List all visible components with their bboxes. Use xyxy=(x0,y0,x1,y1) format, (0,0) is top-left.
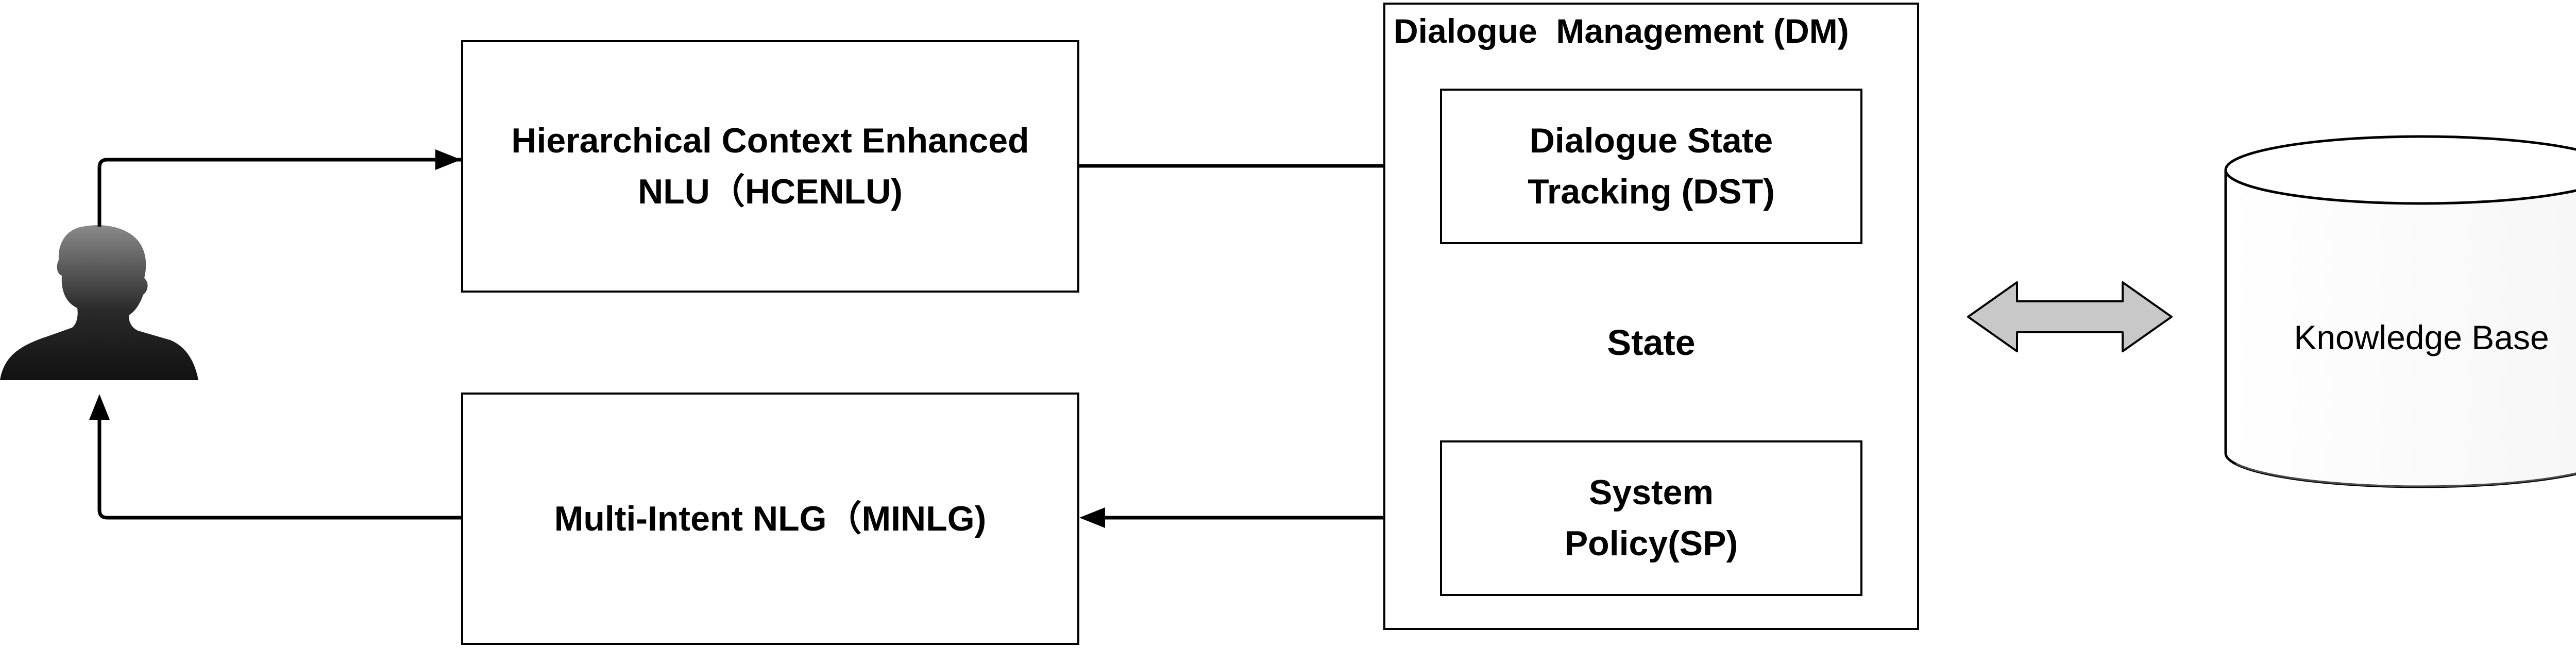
arrowhead-minlg-to-user xyxy=(89,394,110,420)
arrowhead-user-to-hcenlu xyxy=(435,149,461,170)
double-arrow-dm-kb xyxy=(1967,281,2173,352)
hcenlu-label: Hierarchical Context Enhanced NLU（HCENLU… xyxy=(511,121,1029,211)
sp-label: System Policy(SP) xyxy=(1564,473,1738,563)
arrow-minlg-to-user xyxy=(97,420,461,520)
knowledge-base-label: Knowledge Base xyxy=(2294,318,2549,356)
dst-box: Dialogue State Tracking (DST) xyxy=(1440,89,1862,244)
state-label: State xyxy=(1607,322,1696,363)
user-silhouette-icon xyxy=(0,225,198,380)
dm-title: Dialogue Management (DM) xyxy=(1394,12,1849,50)
sp-box: System Policy(SP) xyxy=(1440,440,1862,596)
dst-label: Dialogue State Tracking (DST) xyxy=(1528,121,1775,211)
minlg-label: Multi-Intent NLG（MINLG) xyxy=(554,499,987,538)
arrow-user-to-hcenlu xyxy=(97,158,461,227)
minlg-box: Multi-Intent NLG（MINLG) xyxy=(461,393,1079,645)
hcenlu-box: Hierarchical Context Enhanced NLU（HCENLU… xyxy=(461,40,1079,293)
knowledge-base-cylinder xyxy=(2224,135,2576,488)
arrowhead-sp-to-minlg xyxy=(1079,507,1105,528)
